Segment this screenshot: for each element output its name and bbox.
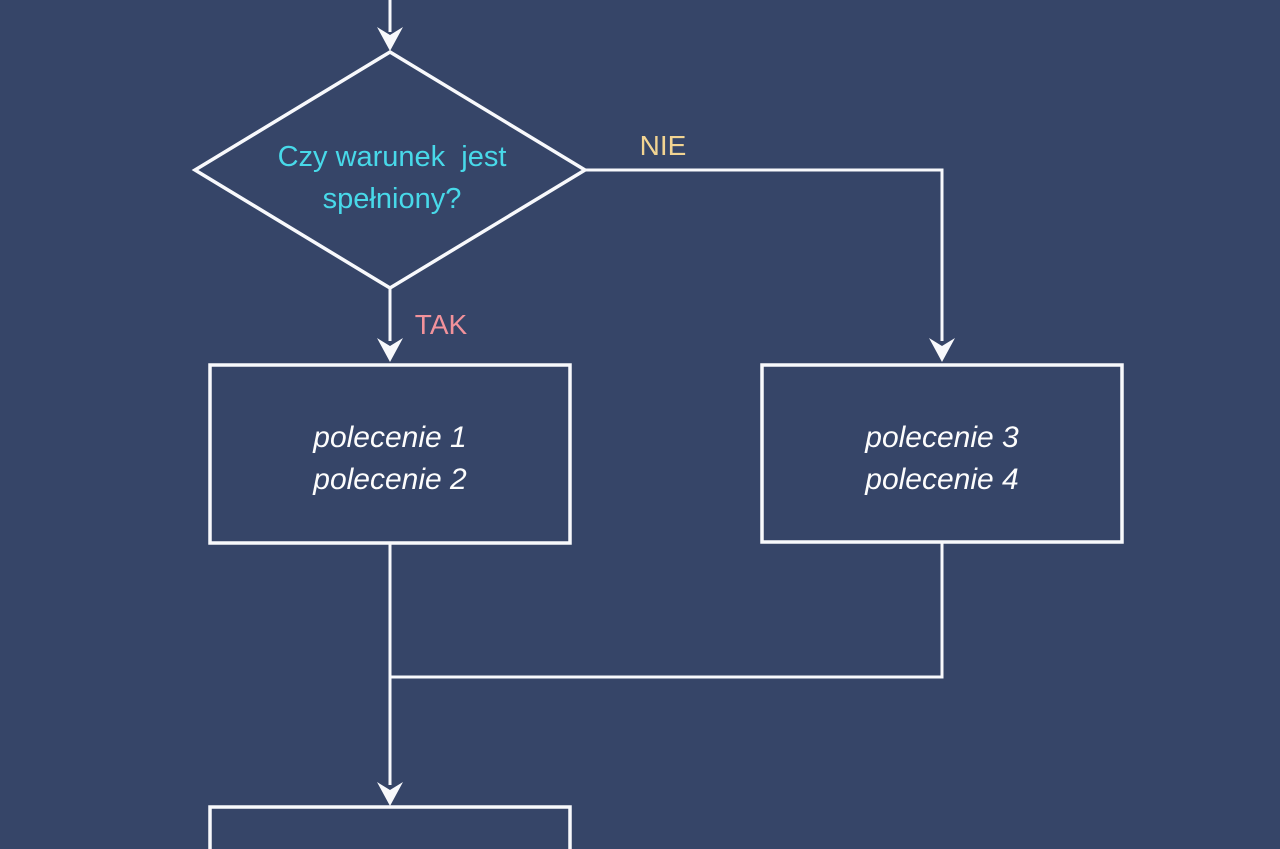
box-right-text-line2: polecenie 4 [864,463,1018,496]
branch-label-yes: TAK [415,309,468,340]
process-box-left [208,363,572,545]
box-left-text-line1: polecenie 1 [312,421,466,454]
branch-label-no: NIE [640,130,687,161]
box-left-text-line2: polecenie 2 [312,463,467,496]
decision-text-line1: Czy warunek jest [278,141,507,173]
flowchart-labels: Czy warunek jest spełniony? NIE TAK pole… [278,130,1019,496]
flowchart-shapes [191,49,1124,849]
process-box-bottom [208,805,572,849]
connector-merge-right [390,542,944,679]
process-box-right [760,363,1124,544]
decision-diamond [191,49,589,291]
connector-branch-no [585,168,944,341]
connector-lines [388,0,944,785]
decision-text-line2: spełniony? [323,183,462,215]
box-right-text-line1: polecenie 3 [864,421,1019,454]
